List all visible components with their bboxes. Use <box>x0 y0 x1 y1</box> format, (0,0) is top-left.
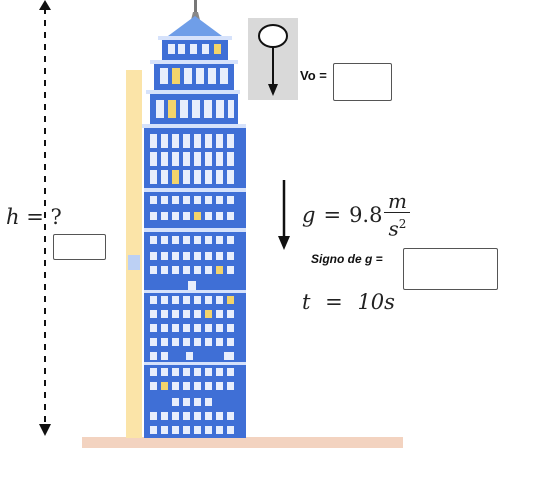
gravity-equals: = <box>323 203 342 227</box>
time-symbol: t <box>302 290 311 314</box>
gravity-arrow <box>278 180 290 250</box>
gravity-unit-base: s <box>388 216 399 241</box>
gravity-sign-input[interactable] <box>403 248 498 290</box>
gravity-unit-denominator: s2 <box>389 213 407 240</box>
initial-velocity-input[interactable] <box>333 63 392 101</box>
height-equation: h = ? <box>6 205 62 229</box>
height-answer-input[interactable] <box>53 234 106 260</box>
building-illustration <box>126 0 246 438</box>
time-equation: t = 10s <box>302 290 395 314</box>
time-equals: = <box>325 290 343 314</box>
time-value: 10s <box>357 290 395 314</box>
gravity-unit-numerator: m <box>387 189 407 214</box>
initial-velocity-label: Vo = <box>300 68 327 83</box>
fraction-bar <box>384 212 411 214</box>
gravity-unit-fraction: m s2 <box>384 189 411 240</box>
gravity-sign-label: Signo de g = <box>311 252 383 266</box>
height-arrow <box>39 0 51 436</box>
ground <box>82 437 403 448</box>
gravity-unit-exponent: 2 <box>398 217 407 232</box>
height-symbol: h <box>6 205 20 229</box>
height-equals: = <box>26 205 44 229</box>
falling-ball-icon <box>248 18 298 100</box>
gravity-value: 9.8 <box>349 203 383 227</box>
gravity-equation: g = 9.8 m s2 <box>302 189 411 240</box>
gravity-symbol: g <box>302 203 316 227</box>
height-value: ? <box>50 205 62 229</box>
